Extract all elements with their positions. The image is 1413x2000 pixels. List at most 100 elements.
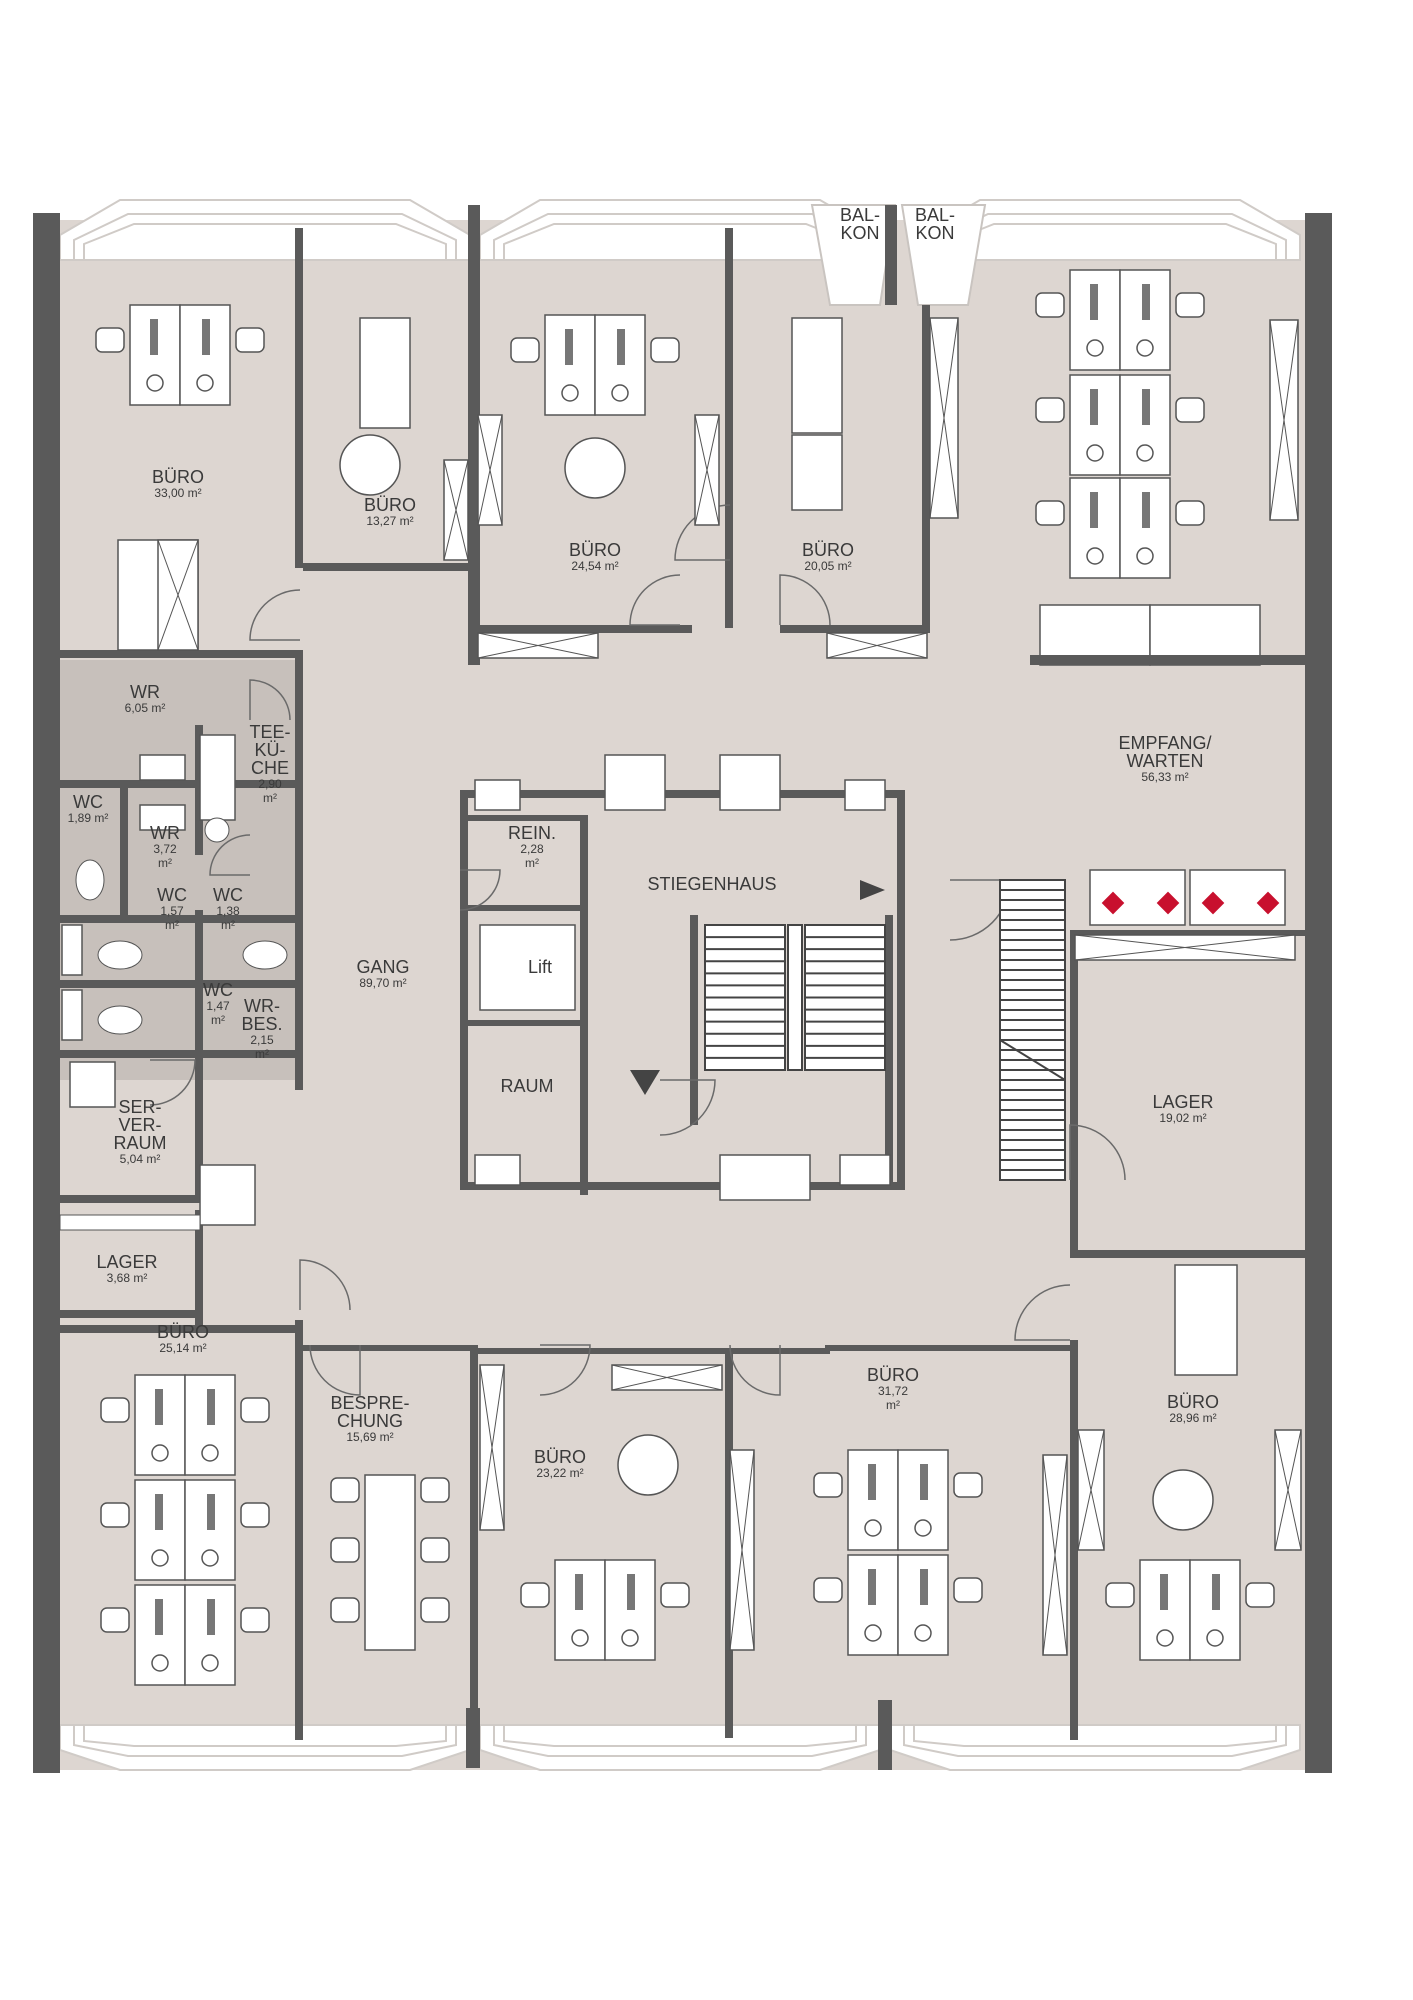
cabinet-buero-g-2-x2 — [1042, 1454, 1068, 1656]
desk-buero-e-3-screen-b — [207, 1599, 215, 1635]
desk-buero-g-1-screen-b — [920, 1464, 928, 1500]
wall-besp-right — [470, 1345, 478, 1735]
wall-top-1 — [468, 205, 480, 665]
besp-chair-l-0 — [330, 1477, 360, 1503]
room-name-serverraum: RAUM — [114, 1133, 167, 1153]
room-area-lagerS: 3,68 m² — [107, 1271, 148, 1285]
bay-bottom-center-frame — [493, 1725, 867, 1757]
wall-sanitary-right — [295, 650, 303, 1090]
besp-chair-l-1 — [330, 1537, 360, 1563]
desk-buero-c-chair-b — [650, 337, 680, 363]
desk-buero-e-2-chair-b — [240, 1502, 270, 1528]
wall-server-bottom — [60, 1195, 200, 1203]
desk-empfang-2-screen-a — [1090, 389, 1098, 425]
desk-buero-e-1-screen-a — [155, 1389, 163, 1425]
cabinet-buero-d-right-x2 — [929, 317, 959, 519]
bay-bottom-left — [59, 1724, 471, 1771]
room-area-wrbes: 2,15 — [250, 1033, 274, 1047]
desk-buero-e-1-chair-a — [100, 1397, 130, 1423]
bay-bottom-left-sill — [83, 1725, 447, 1747]
wall-buero-g-top — [825, 1345, 1075, 1351]
desk-empfang-3-chair-a — [1035, 500, 1065, 526]
core-box-2 — [719, 754, 781, 811]
core-box-6 — [719, 1154, 811, 1201]
room-name-bueroD: BÜRO — [802, 540, 854, 560]
wall-wc-3 — [195, 985, 203, 1085]
wall-wc-2 — [195, 910, 203, 990]
sink-2 — [139, 804, 186, 831]
desk-buero-f-screen-a — [575, 1574, 583, 1610]
cushion-3 — [1256, 891, 1280, 915]
cushion-2 — [1201, 891, 1225, 915]
room-area-bueroB: 13,27 m² — [366, 514, 413, 528]
lager-shelf — [59, 1214, 201, 1231]
stair-arrow-down — [630, 1070, 660, 1095]
outer-wall-right — [1305, 213, 1332, 1773]
stair-arrow-right — [860, 880, 885, 900]
desk-empfang-2-chair-a — [1035, 397, 1065, 423]
room-name-serverraum: SER- — [118, 1097, 161, 1117]
desk-buero-e-1-chair-b — [240, 1397, 270, 1423]
shelf-empfang-x2 — [1074, 934, 1296, 961]
furniture — [59, 269, 1305, 1686]
wall-buero-f-top — [470, 1348, 830, 1354]
lager-bottom — [1070, 1250, 1305, 1258]
desk-buero-a-screen-b — [202, 319, 210, 355]
server-rack — [69, 1061, 116, 1108]
room-area-bueroH: 28,96 m² — [1169, 1411, 1216, 1425]
toilet-1 — [75, 859, 105, 901]
desk-buero-c-chair-a — [510, 337, 540, 363]
room-name-bueroB: BÜRO — [364, 495, 416, 515]
table-buero-b — [339, 434, 401, 496]
door-lager — [1069, 1124, 1126, 1181]
toilet-3 — [242, 940, 288, 970]
desk-buero-c-screen-a — [565, 329, 573, 365]
room-name-wc4: WC — [203, 980, 233, 1000]
door-buero-h — [1014, 1284, 1071, 1341]
wall-balcony — [885, 205, 897, 305]
stair-inner-left — [690, 915, 698, 1125]
room-name-lagerS: LAGER — [96, 1252, 157, 1272]
bay-top-left-frame — [73, 213, 457, 260]
core-bottom — [460, 1182, 905, 1190]
desk-buero-f-bin-b — [621, 1629, 639, 1647]
shelf-buero-f-x2 — [611, 1364, 723, 1391]
wall-lager-bottom — [60, 1310, 200, 1318]
bay-bottom-right-frame — [903, 1725, 1287, 1757]
room-name-wr1: WR — [130, 682, 160, 702]
desk-empfang-3-bin-b — [1136, 547, 1154, 565]
cabinet-buero-g-x2 — [729, 1449, 755, 1651]
desk-buero-e-3-chair-a — [100, 1607, 130, 1633]
cabinet-empfang-x2 — [1269, 319, 1299, 521]
desk-buero-g-2-chair-b — [953, 1577, 983, 1603]
desk-buero-f-bin-a — [571, 1629, 589, 1647]
table-buero-h — [1152, 1469, 1214, 1531]
desk-buero-e-1-bin-b — [201, 1444, 219, 1462]
besp-chair-r-2 — [420, 1597, 450, 1623]
desk-buero-h-screen-a — [1160, 1574, 1168, 1610]
cabinet-buero-c-2-x2 — [694, 414, 720, 526]
desk-empfang-2-chair-b — [1175, 397, 1205, 423]
stair-rail — [787, 924, 803, 1071]
door-buero-d — [779, 574, 831, 626]
room-name-wc2: WC — [157, 885, 187, 905]
desk-buero-h-chair-a — [1105, 1582, 1135, 1608]
room-area-teekueche: 2,90 — [258, 777, 282, 791]
door-server — [149, 1059, 196, 1106]
bay-bottom-right-sill — [913, 1725, 1277, 1747]
toilet-4 — [97, 1005, 143, 1035]
wall-buero-c-bottom — [472, 625, 692, 633]
desk-buero-e-2-screen-b — [207, 1494, 215, 1530]
room-area-wc2: 1,57 — [160, 904, 184, 918]
cabinet-buero-f-x2 — [479, 1364, 505, 1531]
wc-basin-2 — [61, 989, 83, 1041]
room-name-balkon2: BAL- — [915, 205, 955, 225]
besp-chair-r-0 — [420, 1477, 450, 1503]
desk-buero-f-screen-b — [627, 1574, 635, 1610]
stair-left — [580, 815, 588, 1195]
desk-buero-e-3-screen-a — [155, 1599, 163, 1635]
desk-buero-g-1-bin-b — [914, 1519, 932, 1537]
desk-buero-c-bin-b — [611, 384, 629, 402]
desk-buero-g-1-screen-a — [868, 1464, 876, 1500]
